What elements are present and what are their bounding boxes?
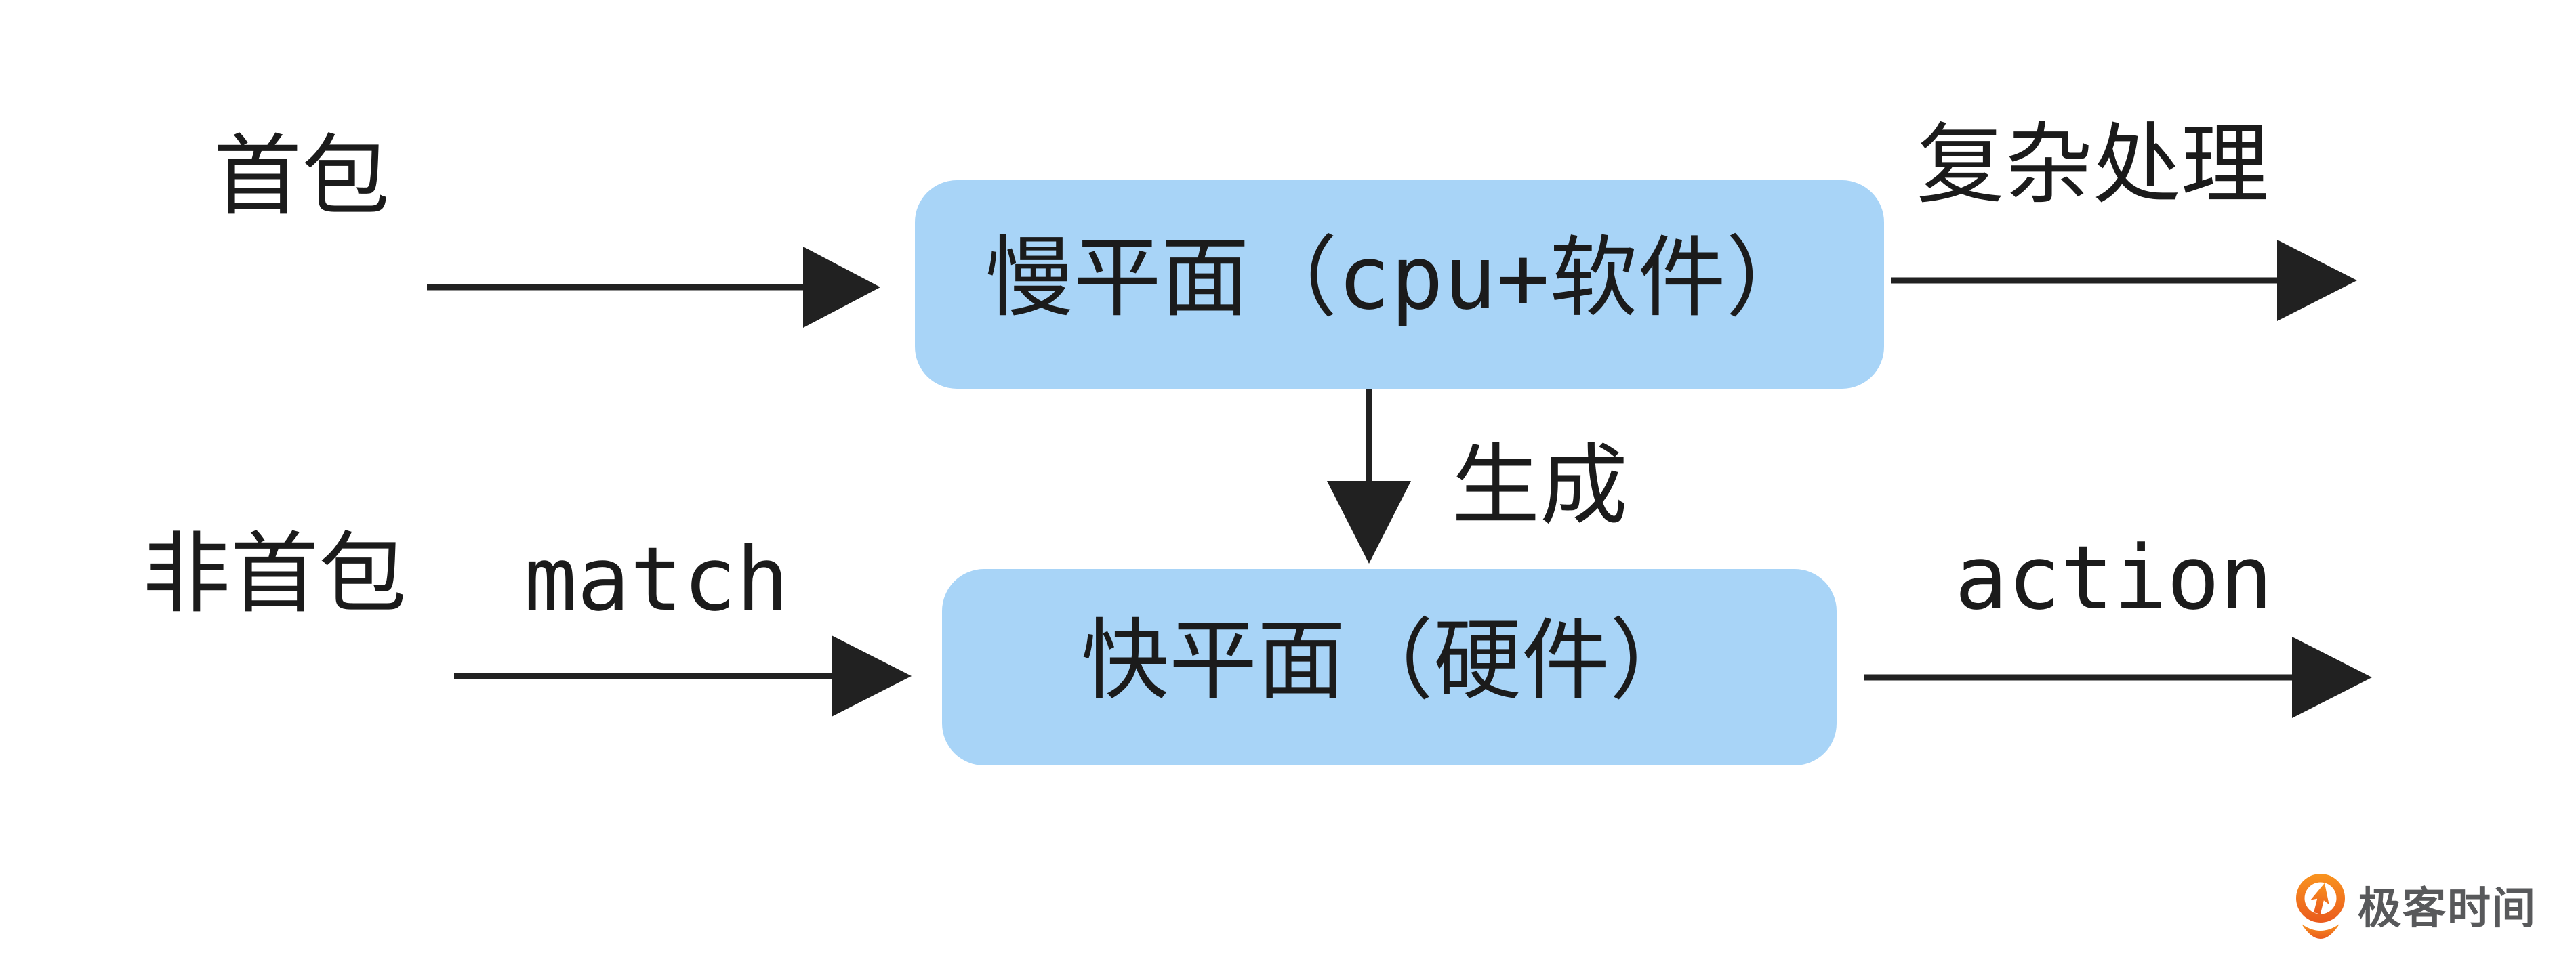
- fast-plane-label: 快平面（硬件）: [1080, 609, 1698, 712]
- generate-label: 生成: [1452, 434, 1629, 537]
- geektime-pin-icon: [2296, 874, 2345, 939]
- action-arrow-icon: [1864, 637, 2372, 718]
- match-arrow-icon: [454, 635, 912, 717]
- fast-plane-node: 快平面（硬件）: [942, 569, 1837, 765]
- complex-processing-label: 复杂处理: [1917, 113, 2270, 216]
- generate-arrow-icon: [1327, 389, 1411, 564]
- geektime-logo: 极客时间: [2294, 872, 2537, 944]
- slow-plane-node: 慢平面（cpu+软件）: [915, 180, 1884, 389]
- non-first-packet-label: 非首包: [142, 522, 407, 625]
- first-packet-label: 首包: [213, 125, 390, 228]
- slow-plane-label: 慢平面（cpu+软件）: [985, 226, 1814, 329]
- complex-processing-arrow-icon: [1891, 240, 2357, 321]
- first-packet-arrow-icon: [427, 247, 880, 328]
- match-label: match: [524, 528, 790, 631]
- action-label: action: [1955, 526, 2273, 629]
- geektime-logo-text: 极客时间: [2358, 884, 2537, 933]
